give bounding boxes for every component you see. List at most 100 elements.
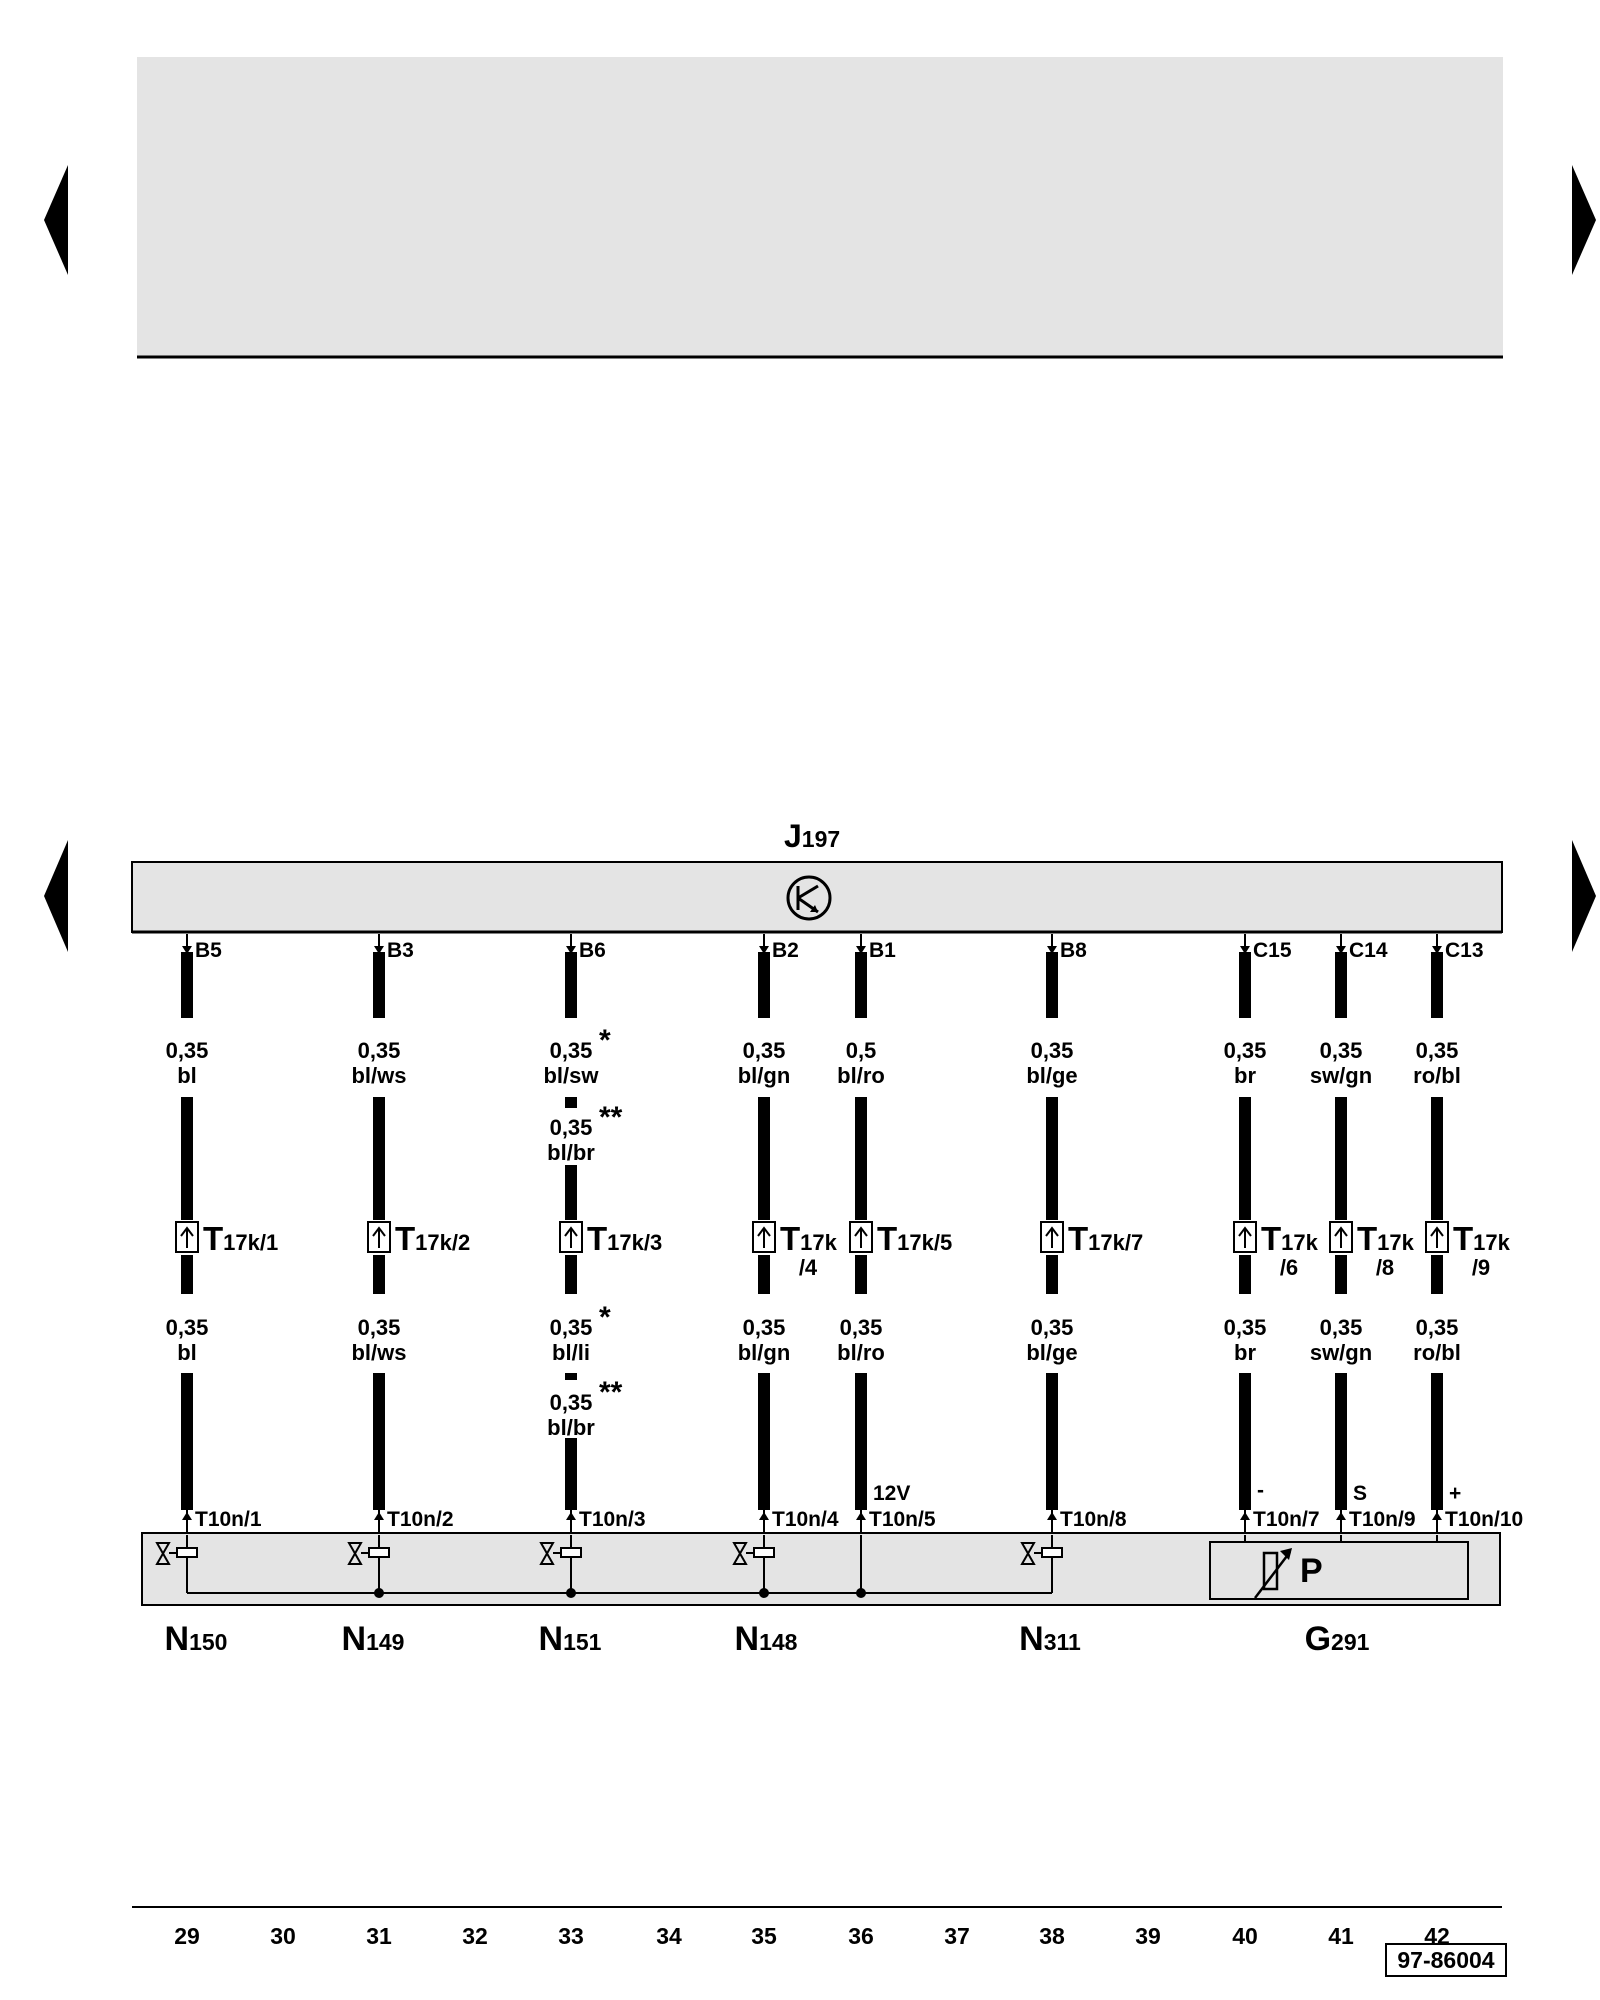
pin-arrow-icon [759, 946, 769, 954]
component-code: G [1305, 1620, 1331, 1658]
cu-pin-label: B3 [387, 939, 414, 962]
wire-color-label: bl/ge [1026, 1340, 1077, 1365]
wire-column: B60,35bl/sw*0,35bl/br**0,35bl/li*0,35bl/… [543, 934, 662, 1535]
wire-footnote-mark: * [599, 1024, 611, 1057]
junction-dot [566, 1588, 576, 1598]
solenoid-valve-icon [539, 1535, 582, 1593]
connector-code: T [1068, 1220, 1088, 1257]
wire-color-label: bl [177, 1063, 197, 1088]
pin-arrow-icon [566, 1512, 576, 1520]
connector-label: T17k [780, 1220, 838, 1257]
track-number: 34 [656, 1923, 682, 1949]
component-label: N311 [1019, 1620, 1081, 1658]
solenoid-valve-icon [347, 1535, 390, 1593]
connector-label: T17k [1357, 1220, 1415, 1257]
wire-color-label: bl/ro [837, 1063, 885, 1088]
component-pin-label: T10n/8 [1060, 1508, 1127, 1531]
pin-arrow-icon [1047, 1512, 1057, 1520]
track-number: 35 [751, 1923, 777, 1949]
connector-label: T17k/1 [203, 1220, 278, 1257]
wire-color-label: br [1234, 1340, 1256, 1365]
wire-color-label: sw/gn [1310, 1063, 1372, 1088]
cu-pin-label: B5 [195, 939, 222, 962]
track-number: 32 [462, 1923, 488, 1949]
connector-pin-suffix: /8 [1376, 1255, 1394, 1280]
connector-label: T17k/7 [1068, 1220, 1143, 1257]
connector-pin-suffix: /4 [799, 1255, 818, 1280]
connector-code: T [877, 1220, 897, 1257]
pin-arrow-icon [182, 1512, 192, 1520]
junction-dot [374, 1588, 384, 1598]
component-number: 291 [1331, 1629, 1370, 1655]
next-page-arrow-top[interactable] [1572, 165, 1596, 275]
connector-label: T17k [1261, 1220, 1319, 1257]
pin-arrow-icon [374, 946, 384, 954]
track-number: 37 [944, 1923, 970, 1949]
wire-size-label: 0,35 [550, 1038, 593, 1063]
wire-color-label: bl/br [547, 1140, 595, 1165]
connector-code: T [395, 1220, 415, 1257]
wire-size-label: 0,35 [550, 1390, 593, 1415]
prev-page-arrow-top[interactable] [44, 165, 68, 275]
wire-size-label: 0,35 [1031, 1038, 1074, 1063]
connector-pin-number: 17k/2 [415, 1230, 470, 1255]
wire-color-label: br [1234, 1063, 1256, 1088]
track-number: 36 [848, 1923, 874, 1949]
connector-pin-suffix: /6 [1280, 1255, 1298, 1280]
connector-code: T [1453, 1220, 1473, 1257]
solenoid-valve-icon [155, 1535, 198, 1593]
component-label: N148 [735, 1620, 798, 1658]
terminal-polarity-label: 12V [873, 1482, 910, 1505]
pin-arrow-icon [1432, 946, 1442, 954]
wire-footnote-mark: ** [599, 1101, 623, 1134]
next-page-arrow-bottom[interactable] [1572, 840, 1596, 952]
wire-footnote-mark: * [599, 1301, 611, 1334]
connector-code: T [1261, 1220, 1281, 1257]
component-label: N151 [539, 1620, 602, 1658]
connector-pin-number: 17k [800, 1230, 837, 1255]
wire-columns: B50,35bl0,35blT17k/1T10n/1B30,35bl/ws0,3… [166, 934, 1523, 1535]
connector-pin-arrow-icon [1238, 1226, 1252, 1237]
cu-pin-label: B1 [869, 939, 896, 962]
cu-pin-label: B2 [772, 939, 799, 962]
wire-color-label: bl/li [552, 1340, 590, 1365]
track-number: 33 [558, 1923, 584, 1949]
track-number: 30 [270, 1923, 296, 1949]
component-pin-label: T10n/7 [1253, 1508, 1320, 1531]
wire-size-label: 0,35 [358, 1038, 401, 1063]
wire-size-label: 0,35 [1416, 1315, 1459, 1340]
wire-size-label: 0,35 [550, 1315, 593, 1340]
top-panel [137, 57, 1503, 357]
connector-label: T17k/5 [877, 1220, 952, 1257]
connector-pin-suffix: /9 [1472, 1255, 1490, 1280]
connector-label: T17k [1453, 1220, 1511, 1257]
solenoid-valves [155, 1535, 1438, 1593]
component-number: 149 [366, 1629, 404, 1655]
pin-arrow-icon [1240, 946, 1250, 954]
wire-color-label: bl/ws [351, 1063, 406, 1088]
wire-color-label: ro/bl [1413, 1063, 1461, 1088]
connector-pin-number: 17k/7 [1088, 1230, 1143, 1255]
pin-arrow-icon [856, 946, 866, 954]
pin-arrow-icon [759, 1512, 769, 1520]
connector-pin-number: 17k/1 [223, 1230, 278, 1255]
component-code: N [165, 1620, 190, 1658]
track-number: 40 [1232, 1923, 1258, 1949]
connector-pin-arrow-icon [757, 1226, 771, 1237]
track-number: 39 [1135, 1923, 1161, 1949]
connector-code: T [1357, 1220, 1377, 1257]
connector-pin-arrow-icon [854, 1226, 868, 1237]
track-number: 38 [1039, 1923, 1065, 1949]
wire-size-label: 0,35 [1416, 1038, 1459, 1063]
component-pin-label: T10n/4 [772, 1508, 839, 1531]
prev-page-arrow-bottom[interactable] [44, 840, 68, 952]
electronic-control-icon [786, 875, 832, 921]
